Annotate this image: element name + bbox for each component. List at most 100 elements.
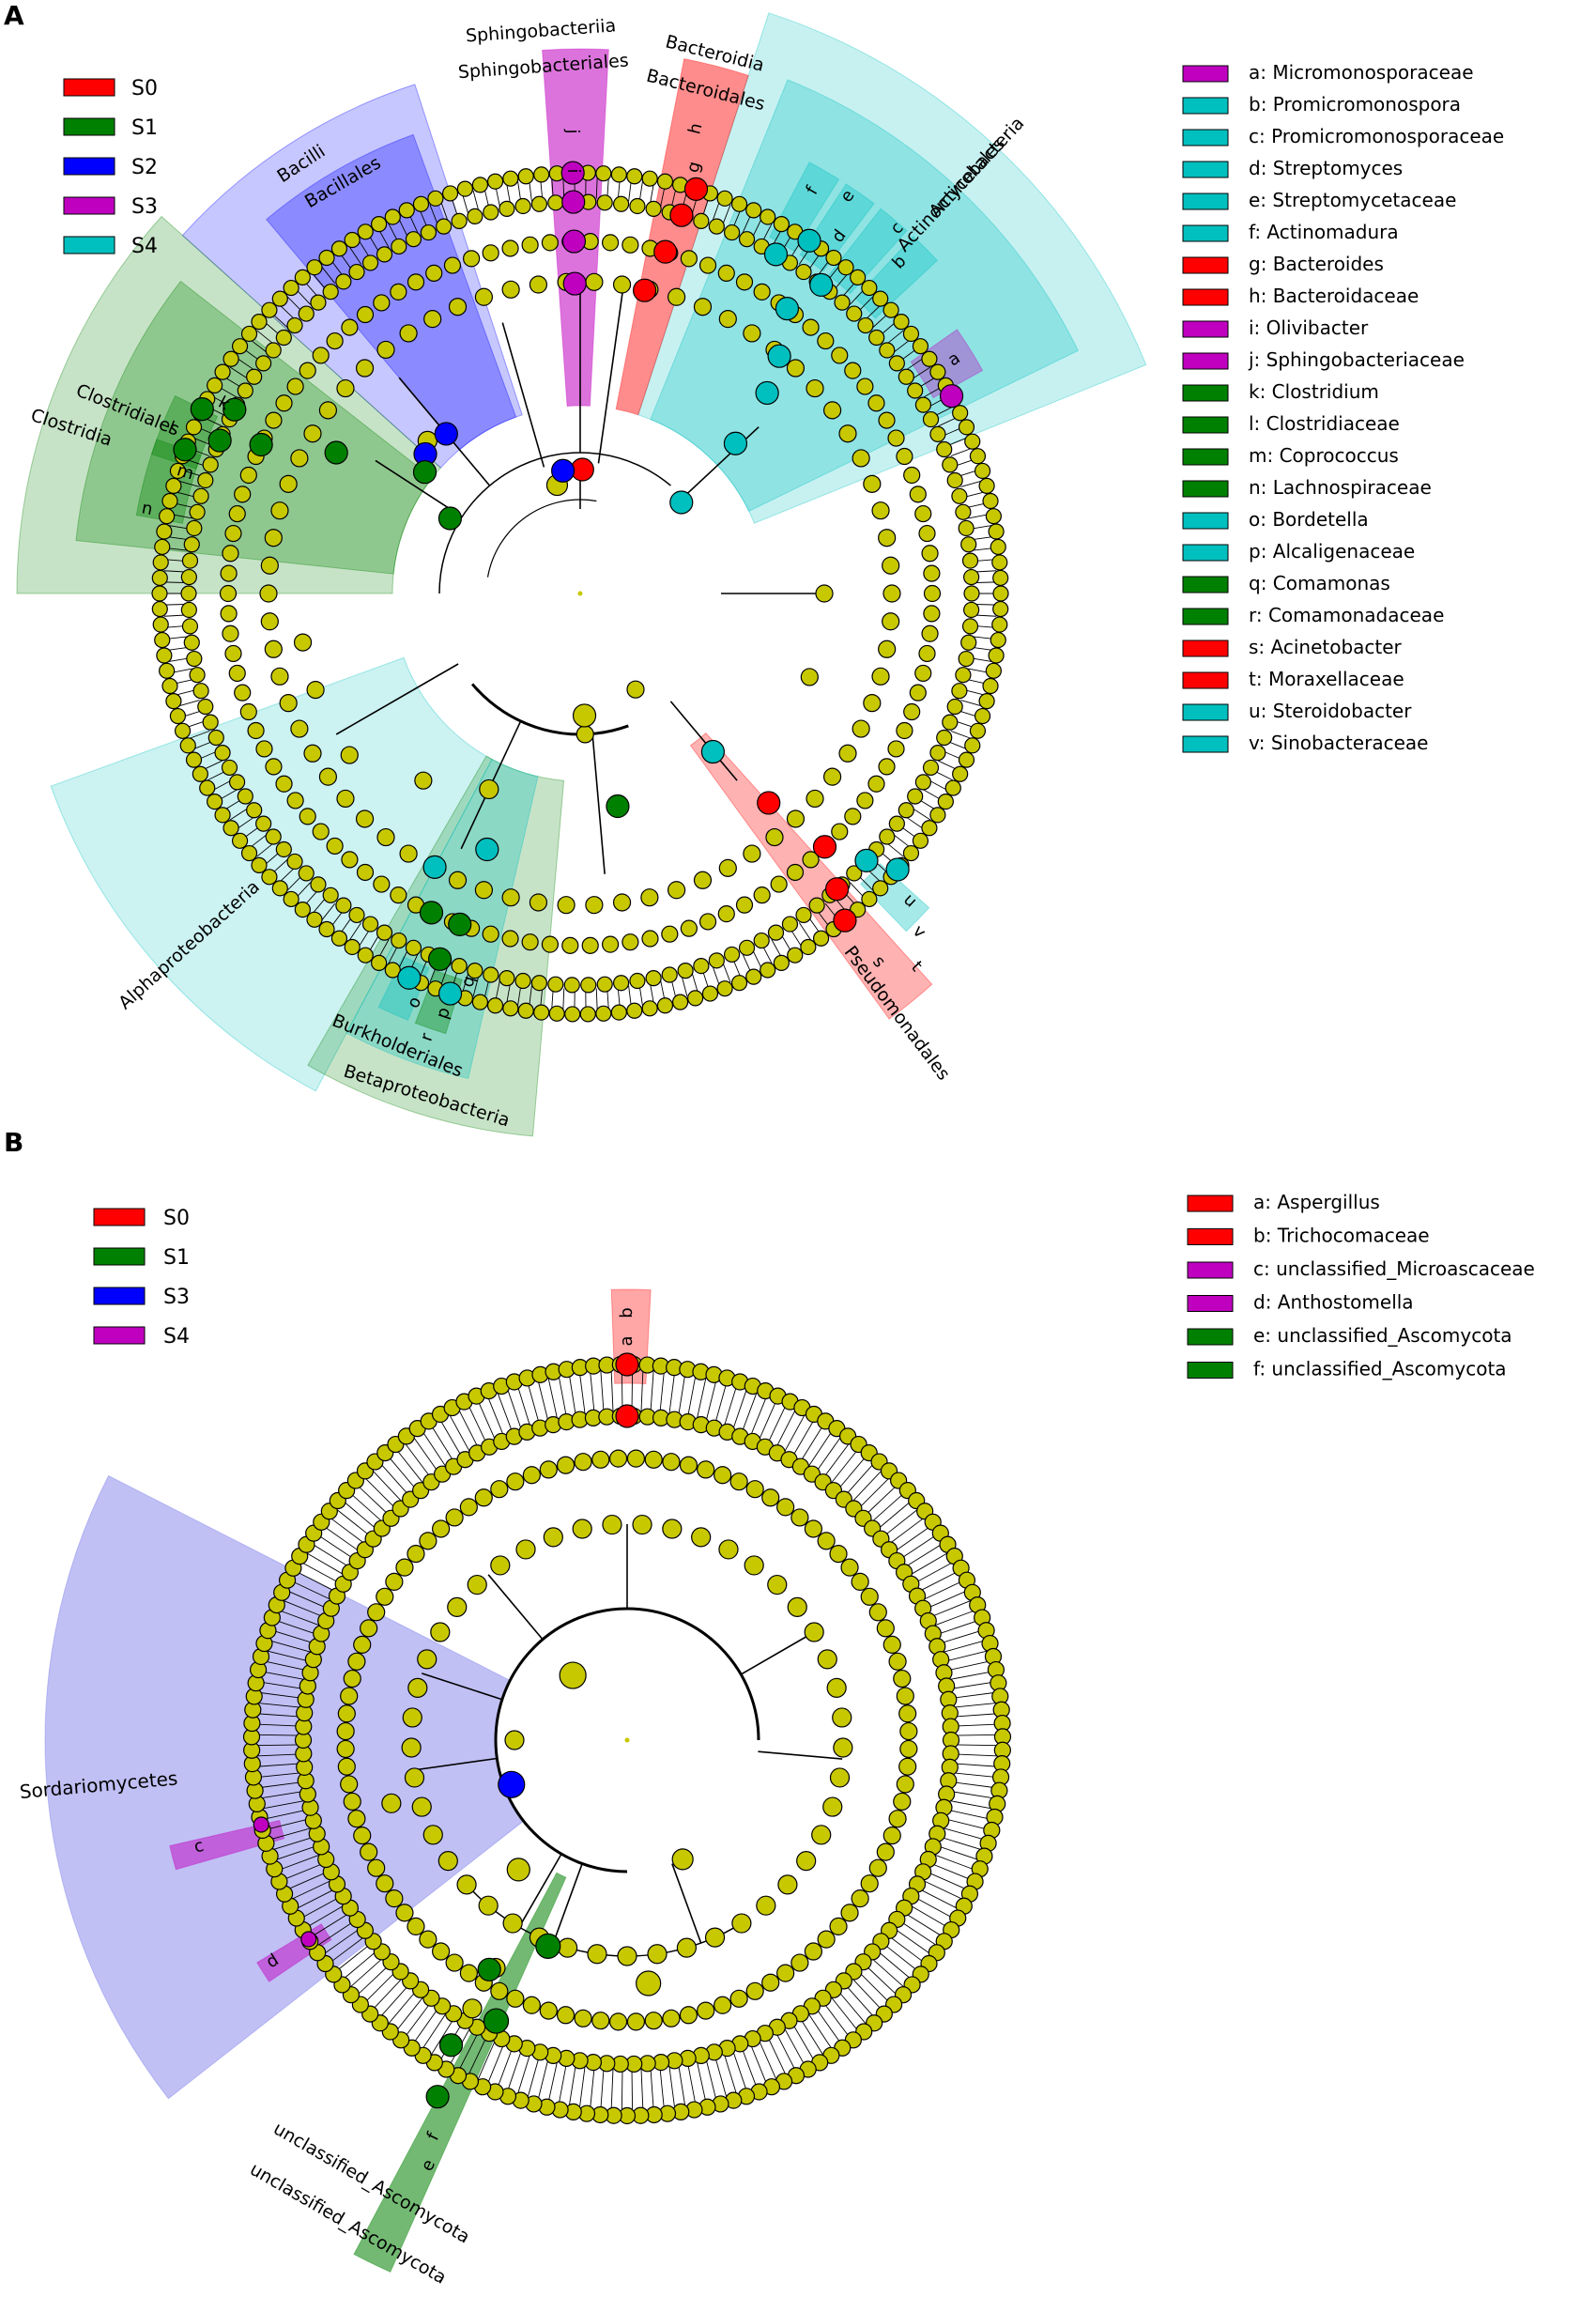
tree-node [656, 173, 674, 190]
sector-letter: c [192, 1836, 206, 1858]
tree-node [960, 634, 977, 651]
tree-branch [923, 1580, 964, 1600]
tree-node [617, 1946, 637, 1966]
tree-node [422, 1825, 443, 1845]
tree-branch [807, 1429, 834, 1468]
tree-branch [412, 2007, 439, 2044]
tree-branch [927, 1590, 968, 1609]
sector-letter: b [617, 1307, 637, 1318]
tree-node [341, 318, 359, 336]
tree-branch [271, 1629, 315, 1644]
tree-node [189, 667, 206, 684]
tree-node [322, 284, 339, 301]
tree-branch [321, 266, 336, 285]
tree-branch [568, 1372, 576, 1417]
tree-branch [255, 1763, 300, 1767]
tree-node [185, 751, 203, 768]
tree-node [770, 875, 788, 893]
tree-node [539, 2001, 558, 2020]
tree-branch [497, 2046, 514, 2089]
tree-node [186, 519, 203, 537]
biomarker-node [438, 2033, 464, 2058]
tree-node [322, 886, 339, 903]
tree-node [395, 1904, 414, 1922]
tree-node [441, 185, 459, 202]
legend-taxon-row: l: Clostridiaceae [1182, 412, 1400, 435]
tree-node [335, 897, 352, 914]
tree-node [390, 886, 407, 904]
tree-node [181, 552, 199, 569]
tree-node [907, 382, 924, 399]
tree-node [898, 1757, 917, 1776]
tree-node [958, 650, 974, 668]
biomarker-node [653, 239, 678, 264]
tree-node [501, 280, 520, 299]
tree-node [896, 1687, 914, 1705]
tree-node [969, 722, 987, 739]
tree-node [355, 359, 375, 378]
legend-swatch [1182, 193, 1229, 210]
legend-taxon-row: i: Olivibacter [1182, 316, 1369, 339]
tree-node [887, 429, 905, 447]
legend-group-label: S0 [163, 1207, 190, 1230]
biomarker-node [633, 278, 657, 302]
tree-branch [954, 1723, 999, 1727]
tree-node [261, 301, 278, 318]
biomarker-node [422, 855, 447, 879]
tree-node [412, 195, 430, 212]
tree-node [391, 238, 407, 255]
legend-taxon-row: q: Comamonas [1182, 572, 1390, 594]
tree-node [275, 394, 293, 412]
tree-node [340, 1775, 359, 1794]
biomarker-node [427, 947, 453, 971]
tree-node [214, 807, 231, 824]
biomarker-node [757, 791, 781, 815]
tree-node [482, 244, 499, 262]
tree-branch [448, 1413, 471, 1453]
tree-branch [758, 1750, 843, 1760]
clade-highlight [307, 755, 565, 1137]
tree-branch [335, 1508, 371, 1537]
tree-node [992, 585, 1009, 602]
tree-node [851, 1889, 869, 1908]
tree-node [944, 779, 961, 796]
tree-node [610, 1004, 627, 1021]
tree-node [347, 1652, 366, 1671]
tree-node [790, 1508, 809, 1527]
tree-node [626, 1449, 646, 1468]
tree-node [743, 844, 761, 863]
tree-branch [439, 965, 449, 987]
tree-node [795, 906, 812, 924]
tree-node [923, 564, 941, 582]
tree-node [914, 396, 932, 413]
tree-branch [940, 1836, 983, 1851]
tree-node [946, 471, 963, 489]
tree-branch [791, 1418, 816, 1457]
tree-node [912, 338, 929, 355]
tree-node [530, 195, 548, 212]
tree-node [790, 1953, 809, 1972]
legend-taxon-row: v: Sinobacteraceae [1182, 732, 1428, 754]
legend-taxon-row: b: Trichocomaceae [1187, 1225, 1430, 1247]
tree-node [723, 946, 741, 964]
tree-branch [927, 1872, 968, 1890]
tree-branch [269, 1640, 312, 1653]
legend-taxon-label: l: Clostridiaceae [1249, 412, 1400, 435]
tree-branch [696, 2059, 707, 2104]
legend-taxon-label: a: Micromonosporaceae [1249, 61, 1474, 84]
tree-node [490, 1555, 511, 1576]
tree-node [921, 624, 939, 642]
tree-node [533, 1004, 550, 1021]
legend-taxon-label: c: Promicromonosporaceae [1249, 125, 1504, 147]
tree-arc [486, 499, 597, 578]
tree-branch [659, 1369, 665, 1414]
tree-node [822, 767, 842, 786]
tree-node [265, 758, 283, 776]
tree-node [310, 876, 327, 893]
tree-node [239, 702, 257, 721]
tree-node [224, 644, 242, 663]
tree-node [629, 197, 646, 215]
biomarker-node [223, 397, 247, 422]
legend-swatch [1182, 544, 1229, 562]
tree-branch [974, 614, 997, 617]
